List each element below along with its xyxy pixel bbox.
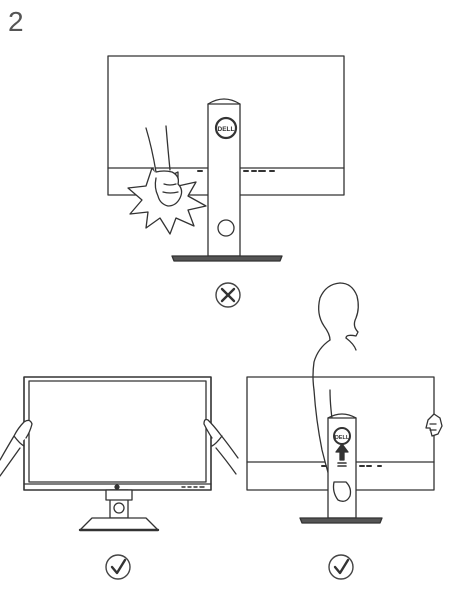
svg-text:DELL: DELL (335, 435, 350, 441)
left-hand (0, 419, 33, 461)
incorrect-lift-illustration: DELL (107, 55, 345, 262)
hand-on-stand (332, 481, 352, 502)
person-body (312, 339, 331, 391)
front-stand-base (79, 517, 159, 531)
dell-logo-icon (214, 116, 238, 140)
carried-stand-base (299, 517, 383, 524)
x-circle-icon (215, 282, 241, 308)
right-hand (203, 418, 239, 459)
correct-carry-by-stand-illustration: DELL (246, 282, 443, 524)
step-number: 2 (8, 6, 24, 37)
check-circle-icon (328, 554, 354, 580)
correct-two-hand-lift-illustration (0, 376, 239, 532)
cable-hole (217, 219, 235, 237)
side-hand (425, 413, 443, 437)
check-circle-icon (105, 554, 131, 580)
lift-arrow-icon (335, 443, 349, 461)
stand-base (171, 255, 283, 262)
monitor-front-bezel (23, 376, 212, 491)
front-logo-icon (114, 484, 120, 490)
hand-gripping-panel (145, 127, 183, 207)
svg-text:DELL: DELL (218, 126, 235, 133)
person-head (339, 282, 359, 339)
